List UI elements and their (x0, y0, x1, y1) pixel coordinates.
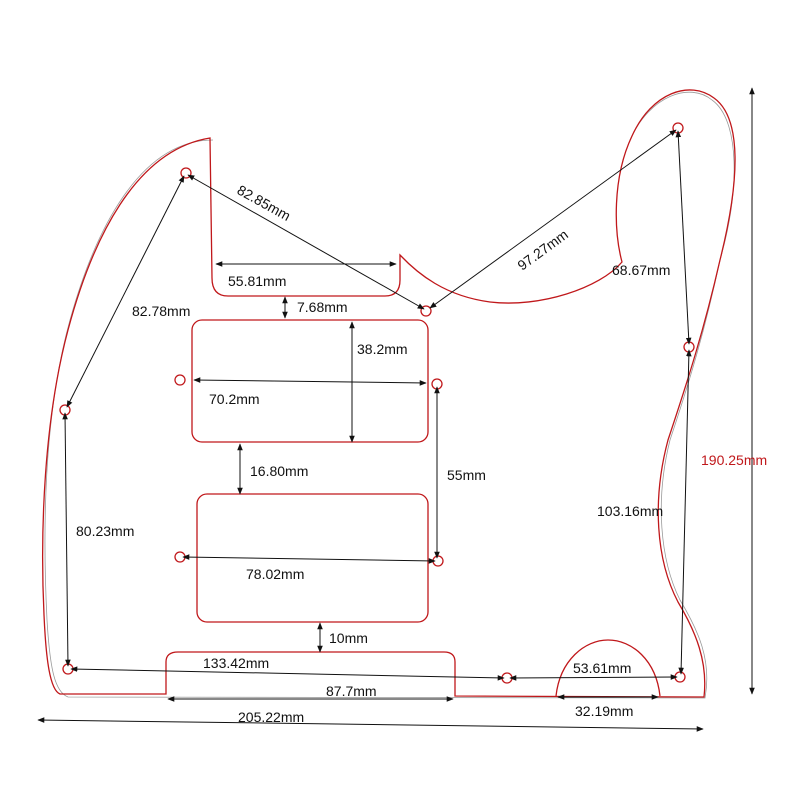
neck-pickup-cutout (191, 319, 429, 443)
label-upper-right-diagonal: 97.27mm (514, 226, 571, 273)
dim-line-horn-diagonal (187, 174, 425, 310)
jack-cutout (555, 639, 661, 697)
dim-line-right-upper-edge (675, 130, 692, 345)
label-left-lower-edge: 80.23mm (76, 523, 134, 539)
label-screw-vertical: 55mm (447, 467, 486, 483)
label-bridge-pickup-width: 78.02mm (246, 566, 304, 582)
dim-line-right-lower-edge (678, 349, 692, 675)
label-right-lower-edge: 103.16mm (597, 503, 663, 519)
label-neck-pocket-gap: 7.68mm (297, 299, 348, 315)
label-neck-pocket-width: 55.81mm (228, 273, 286, 289)
label-bottom-screw-span: 133.42mm (203, 655, 269, 671)
dim-line-upper-right-diagonal (429, 129, 677, 309)
screw-hole-neck-notch (420, 305, 432, 317)
label-control-cut-width: 87.7mm (326, 683, 377, 699)
label-pickup-spacing: 16.80mm (250, 463, 308, 479)
dim-line-left-upper-edge (66, 175, 185, 408)
screw-hole-upper-left (180, 167, 192, 179)
label-right-upper-edge: 68.67mm (612, 262, 670, 278)
dim-line-left-lower-edge (62, 412, 71, 667)
dim-line-neck-pickup-width (193, 377, 427, 386)
label-bridge-gap: 10mm (329, 630, 368, 646)
label-total-height: 190.25mm (701, 452, 767, 468)
dim-line-bridge-pickup-width (182, 554, 436, 564)
label-neck-pickup-width: 70.2mm (209, 391, 260, 407)
dim-line-bottom-screw-span (70, 666, 505, 681)
label-left-upper-edge: 82.78mm (132, 303, 190, 319)
label-neck-pickup-height: 38.2mm (357, 341, 408, 357)
label-lower-right-span: 53.61mm (573, 660, 631, 676)
pickguard-backing-contour (44, 91, 735, 699)
label-jack-cut-width: 32.19mm (575, 703, 633, 719)
dim-line-lower-right-span (509, 674, 678, 681)
label-total-width: 205.22mm (238, 709, 304, 725)
screw-hole-neck-pickup-left (174, 374, 186, 386)
dim-line-total-width (37, 717, 704, 732)
pickguard-outline (42, 89, 736, 698)
